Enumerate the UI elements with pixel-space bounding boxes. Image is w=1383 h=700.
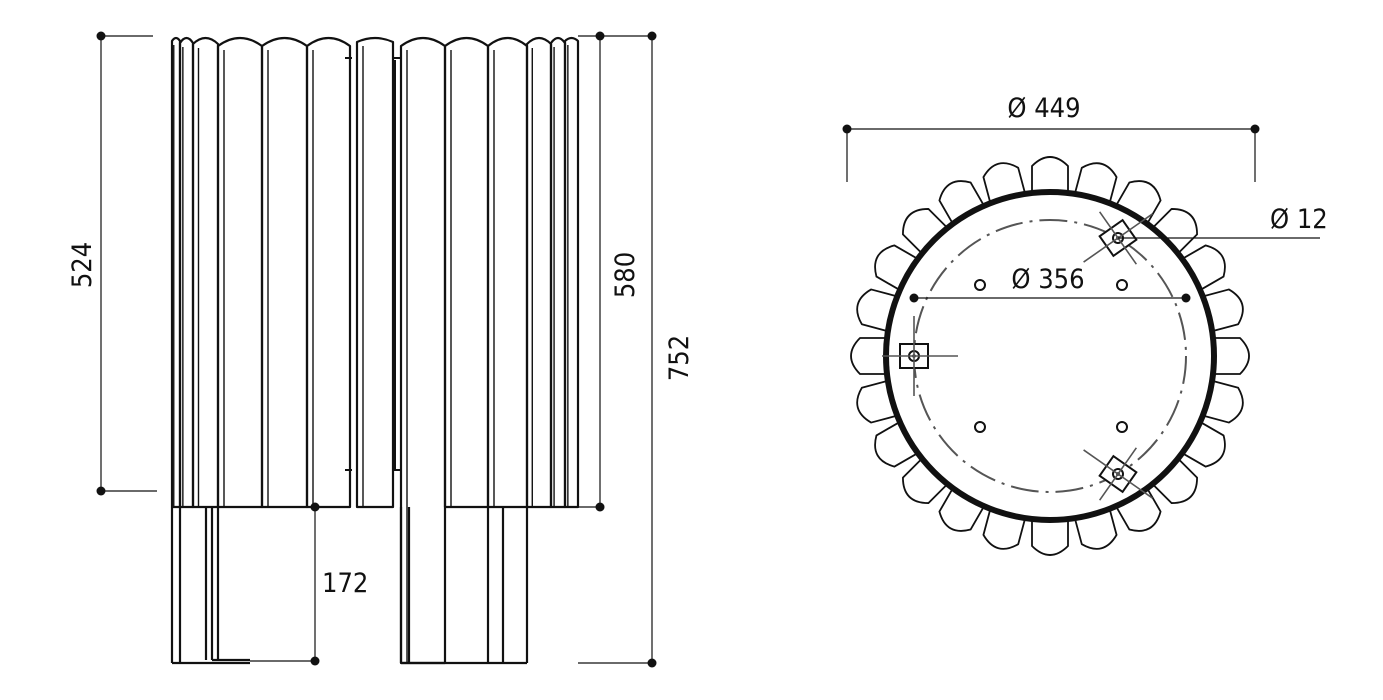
dimension-label-752: 752	[664, 335, 695, 381]
slat	[549, 36, 567, 509]
plan-view: Ø 449 Ø 12 Ø 356	[842, 93, 1328, 556]
dimension-point	[96, 31, 106, 41]
plan-slat	[1148, 454, 1198, 504]
slat	[170, 36, 182, 509]
plan-slat	[1031, 156, 1069, 199]
slat	[305, 36, 352, 509]
plan-slat	[902, 208, 952, 258]
dimension-bolt-circle: Ø 356	[909, 264, 1191, 303]
dimension-point	[310, 656, 320, 666]
slat	[260, 36, 309, 509]
left-leg	[170, 507, 250, 665]
slat-group	[170, 36, 580, 665]
plan-slat-ring	[850, 156, 1250, 556]
dimension-point	[96, 486, 106, 496]
dimension-label-524: 524	[67, 242, 98, 288]
hole	[1116, 421, 1128, 433]
hole	[974, 421, 986, 433]
dimension-point	[1181, 293, 1191, 303]
slat	[178, 36, 195, 509]
dimension-outer-diameter: Ø 449	[842, 93, 1260, 182]
slat	[355, 36, 395, 509]
plan-slat	[850, 337, 893, 375]
holes	[974, 279, 1128, 433]
dimension-524: 524	[67, 31, 157, 496]
dimension-point	[595, 502, 605, 512]
dimension-point	[842, 124, 852, 134]
dimension-752: 752	[578, 31, 695, 668]
dimension-label-580: 580	[610, 252, 641, 298]
bracket-left	[882, 316, 958, 396]
dimension-point	[310, 502, 320, 512]
slat	[563, 36, 580, 509]
dimension-point	[909, 293, 919, 303]
plan-slat	[1207, 337, 1250, 375]
elevation-view: 524 580 752 172	[67, 31, 695, 668]
slat	[525, 36, 553, 509]
plan-slat	[1031, 513, 1069, 556]
hole	[1116, 279, 1128, 291]
dimension-point	[647, 658, 657, 668]
dimension-label-172: 172	[322, 568, 368, 599]
hole	[974, 279, 986, 291]
dimension-point	[647, 31, 657, 41]
dimension-580: 580	[578, 31, 641, 512]
slat	[191, 36, 220, 509]
dimension-hole-diameter: Ø 12	[1118, 204, 1328, 239]
dimension-label-bolt-circle: Ø 356	[1011, 264, 1084, 295]
plan-slat	[1148, 208, 1198, 258]
dimension-point	[1250, 124, 1260, 134]
dimension-label-hole-diameter: Ø 12	[1270, 204, 1328, 235]
dimension-label-outer-diameter: Ø 449	[1007, 93, 1080, 124]
dimension-172: 172	[250, 502, 368, 666]
plan-slat	[902, 454, 952, 504]
bracket-bottom-right	[1083, 447, 1153, 501]
inner-band	[345, 57, 402, 471]
right-leg	[399, 507, 529, 665]
